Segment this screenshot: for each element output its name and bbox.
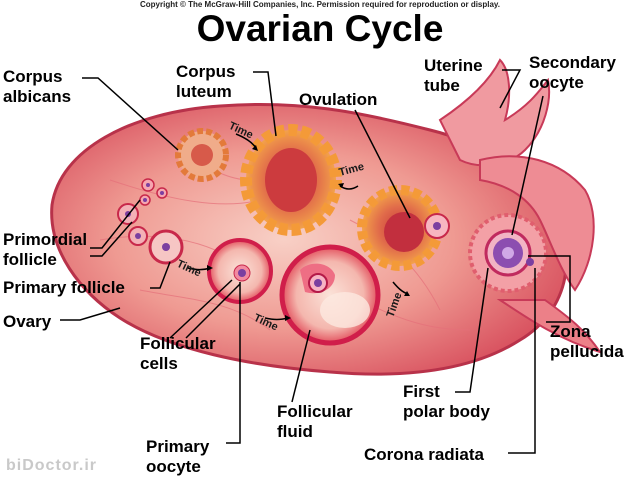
primary-follicle-large (148, 229, 184, 265)
label-corpus-albicans: Corpus albicans (3, 67, 72, 106)
primordial-follicles (139, 178, 168, 206)
label-first-polar-body: First polar body (403, 382, 490, 421)
label-corpus-luteum: Corpus luteum (176, 62, 236, 101)
label-ovulation: Ovulation (299, 90, 378, 109)
label-ovary: Ovary (3, 312, 52, 331)
corpus-albicans (175, 128, 229, 182)
label-follicular-cells: Follicular cells (140, 334, 216, 373)
graafian-follicle (279, 244, 381, 346)
label-primary-follicle: Primary follicle (3, 278, 125, 297)
label-secondary-oocyte: Secondary oocyte (529, 53, 616, 92)
label-zona-pellucida: Zona pellucida (550, 322, 624, 361)
leader-lines (60, 69, 571, 454)
corpus-luteum (240, 124, 342, 236)
label-uterine-tube: Uterine tube (424, 56, 483, 95)
watermark: biDoctor.ir (6, 457, 98, 474)
label-follicular-fluid: Follicular fluid (277, 402, 353, 441)
label-primary-oocyte: Primary oocyte (146, 437, 210, 476)
label-corona-radiata: Corona radiata (364, 445, 484, 464)
copyright-notice: Copyright © The McGraw-Hill Companies, I… (139, 0, 501, 9)
label-primordial-follicle: Primordial follicle (3, 230, 88, 269)
diagram-title: Ovarian Cycle (196, 8, 444, 49)
secondary-oocyte-complex (468, 213, 548, 293)
ruptured-follicle (357, 185, 450, 271)
